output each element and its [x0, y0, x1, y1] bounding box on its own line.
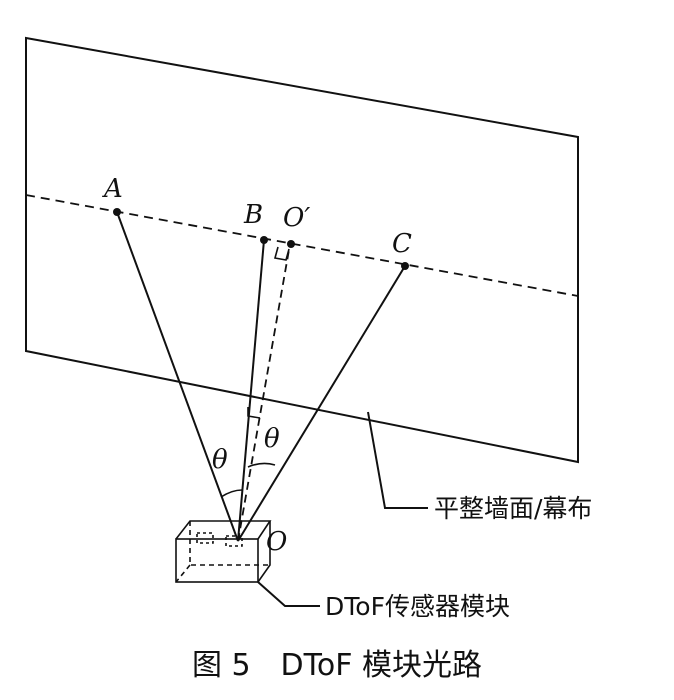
label-theta-right: θ [264, 424, 280, 454]
ray-O-A [116, 211, 239, 542]
wall-callout-leader [367, 411, 428, 509]
label-theta-left: θ [212, 445, 228, 475]
label-A: A [102, 174, 123, 204]
angle-arc-left [220, 489, 243, 498]
right-angle-marker-top [273, 246, 290, 261]
point-A [113, 208, 121, 216]
label-O: O [266, 527, 287, 557]
point-O-prime [287, 240, 295, 248]
right-angle-marker-bottom [247, 407, 261, 419]
sensor-callout-label: DToF传感器模块 [325, 592, 510, 621]
label-B: B [243, 200, 263, 230]
sensor-module-box [175, 520, 272, 583]
label-C: C [392, 229, 412, 259]
sensor-callout-leader [257, 581, 320, 607]
ray-O-C [237, 265, 406, 542]
ray-O-B [237, 239, 265, 542]
point-B [260, 236, 268, 244]
label-O-prime: O′ [283, 203, 310, 233]
ray-O-Oprime-dashed [237, 243, 291, 542]
angle-arc-right [247, 462, 276, 468]
wall-screen [25, 36, 579, 464]
wall-callout-label: 平整墙面/幕布 [434, 494, 592, 523]
point-C [401, 262, 409, 270]
figure-caption: 图 5 DToF 模块光路 [192, 648, 482, 683]
